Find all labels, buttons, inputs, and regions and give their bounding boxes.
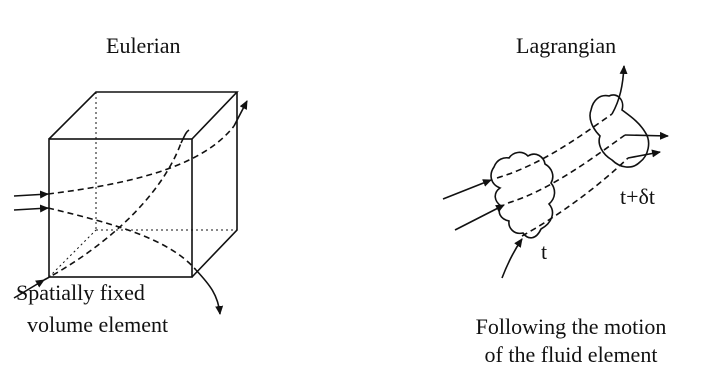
lagrangian-title: Lagrangian — [516, 33, 617, 58]
lagrangian-outflow-arrow-1 — [611, 65, 628, 115]
lagrangian-caption-line2: of the fluid element — [484, 342, 658, 367]
eulerian-caption-line2: volume element — [27, 312, 169, 337]
lagrangian-inflow-arrow-1 — [442, 179, 492, 200]
eulerian-caption-line1: Spatially fixed — [16, 280, 145, 305]
lagrangian-inflow-arrow-3 — [501, 238, 523, 279]
label-time-t-plus-dt: t+δt — [620, 184, 655, 209]
eulerian-outflow-arrow-2 — [195, 269, 224, 315]
cube-front-face — [48, 138, 193, 278]
cube-right-face — [191, 92, 238, 278]
lagrangian-pathline-2 — [507, 134, 626, 204]
lagrangian-blobs — [490, 94, 650, 239]
eulerian-streamline-1 — [47, 125, 235, 195]
eulerian-streamline-3 — [43, 142, 182, 281]
eulerian-streamlines — [13, 100, 248, 315]
lagrangian-outflow-arrow-2 — [624, 131, 669, 140]
eulerian-outflow-arrow-3 — [180, 129, 190, 144]
eulerian-inflow-arrow-1 — [13, 190, 49, 199]
fluid-element-at-t — [490, 151, 556, 239]
cube-hidden-edge-depth — [48, 229, 97, 278]
label-time-t: t — [541, 239, 548, 264]
eulerian-cube — [48, 91, 239, 278]
lagrangian-caption-line1: Following the motion — [475, 314, 667, 339]
eulerian-inflow-arrow-2 — [13, 204, 49, 213]
lagrangian-outflow-arrow-3 — [627, 149, 661, 159]
lagrangian-pathlines — [442, 65, 669, 279]
eulerian-streamline-2 — [47, 207, 197, 271]
cube-top-face — [48, 91, 239, 140]
eulerian-outflow-arrow-1 — [233, 100, 248, 127]
eulerian-title: Eulerian — [106, 33, 181, 58]
lagrangian-pathline-3 — [521, 157, 629, 237]
eulerian-inflow-arrow-3 — [13, 279, 45, 299]
lagrangian-pathline-1 — [496, 113, 613, 179]
fluid-element-at-t-plus-dt — [589, 94, 650, 168]
lagrangian-inflow-arrow-2 — [454, 204, 505, 231]
